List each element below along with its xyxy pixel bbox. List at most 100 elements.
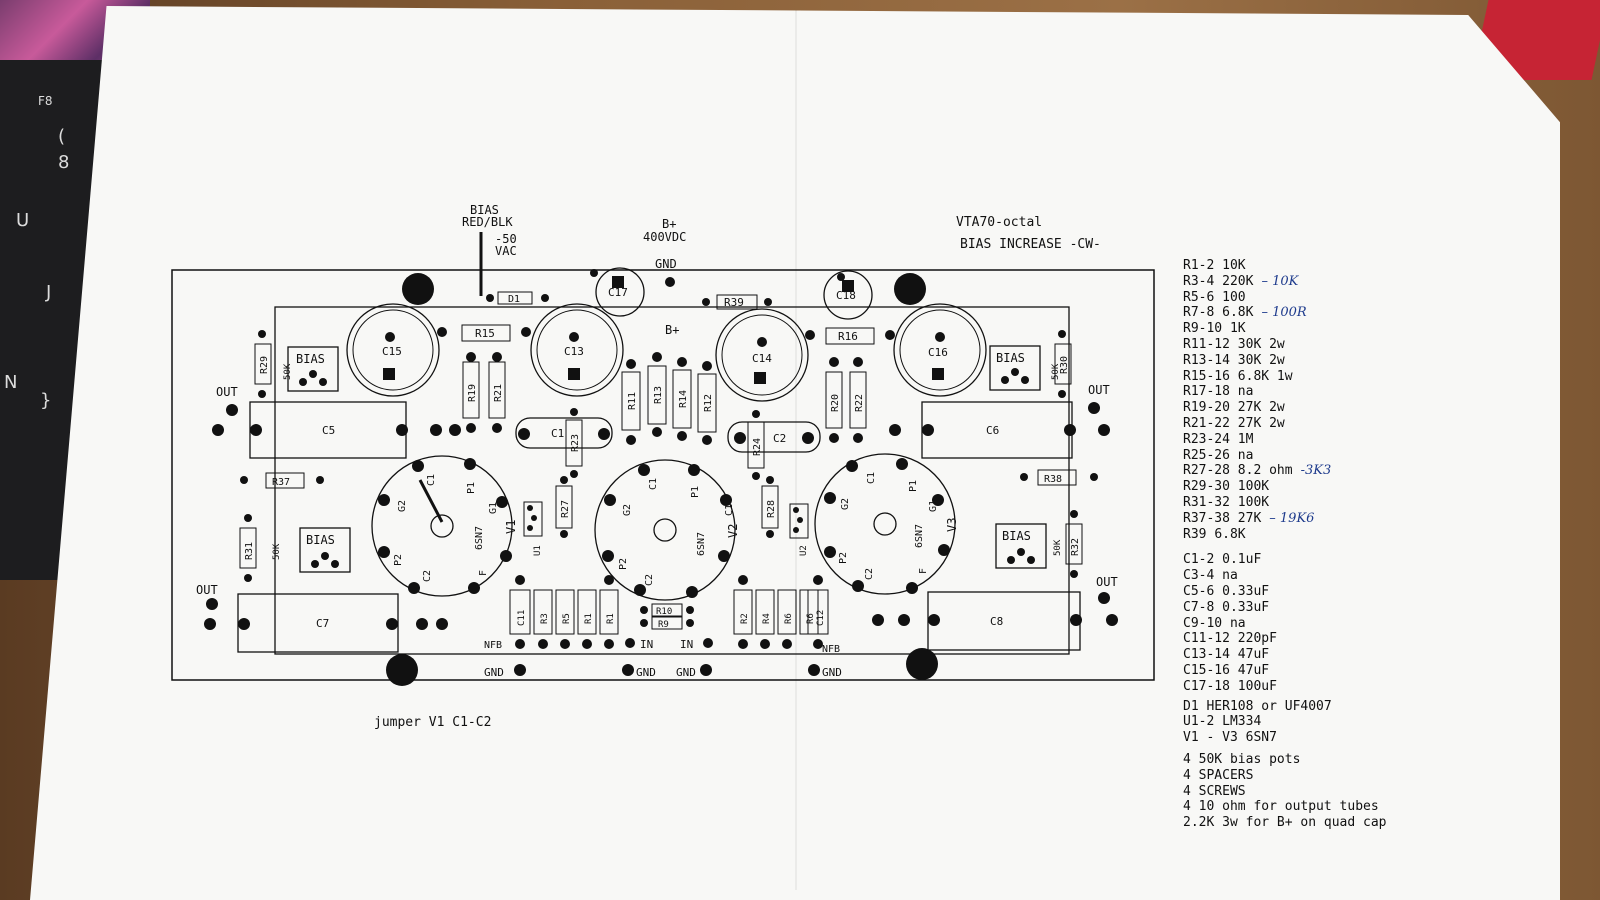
- r20-label: R20: [830, 394, 841, 412]
- pot-value-label: 50K: [272, 543, 282, 560]
- caps-list-row: C15-16 47uF: [1183, 662, 1270, 678]
- bias-pot-label: BIAS: [296, 352, 325, 366]
- r37-label: R37: [272, 477, 290, 488]
- pad: [764, 298, 772, 306]
- r16-label: R16: [838, 330, 858, 343]
- parts-list-row: R23-24 1M: [1183, 431, 1254, 447]
- c5-label: C5: [322, 424, 335, 437]
- c7-outline: [237, 593, 399, 653]
- parts-list-row: R9-10 1K: [1183, 321, 1246, 337]
- r3-outline: [533, 589, 553, 635]
- out-label: OUT: [1088, 383, 1110, 397]
- bias-input-color: RED/BLK: [462, 215, 513, 229]
- parts-list-row: R39 6.8K: [1183, 526, 1246, 542]
- v2-pin-label: C1: [724, 504, 735, 516]
- u2-outline: [789, 503, 809, 539]
- c16-label: C16: [928, 346, 948, 359]
- r37-outline: [265, 472, 305, 489]
- r15-label: R15: [475, 327, 495, 340]
- out-label: OUT: [1096, 575, 1118, 589]
- r7-label: R1: [584, 613, 594, 624]
- gnd-label: GND: [484, 666, 504, 679]
- r28-outline: [761, 485, 779, 529]
- bias-input-voltage: -50: [495, 232, 517, 246]
- bias-pot-outline: [995, 523, 1047, 569]
- c18-outline: [823, 270, 873, 320]
- r38-label: R38: [1044, 474, 1062, 485]
- c18-label: C18: [836, 289, 856, 302]
- r9-outline: [651, 616, 683, 630]
- v3-socket-outline: [814, 453, 956, 595]
- r23-label: R23: [570, 434, 581, 452]
- v2-pin-label: P2: [618, 558, 629, 570]
- c17-label: C17: [608, 286, 628, 299]
- caps-list-row: C7-8 0.33uF: [1183, 599, 1270, 615]
- bias-pot-outline: [989, 345, 1041, 391]
- r16-outline: [825, 327, 875, 345]
- r21-label: R21: [493, 384, 504, 402]
- key-label: (: [58, 126, 66, 147]
- key-label: J: [46, 282, 52, 303]
- v3-label: V3: [945, 518, 959, 532]
- parts-list-row: R1-2 10K: [1183, 258, 1246, 273]
- c13-label: C13: [564, 345, 584, 358]
- r9-label: R9: [658, 620, 669, 630]
- parts-list-row: R17-18 na: [1183, 384, 1254, 400]
- r13-label: R13: [653, 386, 664, 404]
- board-inner-outline: [274, 306, 1070, 655]
- c14-outline: [715, 308, 809, 402]
- pot-value-label: 50K: [1053, 539, 1063, 556]
- in-label: IN: [640, 638, 653, 651]
- in-label: IN: [680, 638, 693, 651]
- c13-outline: [530, 303, 624, 397]
- r20-outline: [825, 371, 843, 429]
- r12-label: R12: [703, 394, 714, 412]
- r11-outline: [621, 371, 641, 431]
- r39-outline: [716, 294, 758, 310]
- c14-inner: [721, 314, 803, 396]
- pad: [665, 277, 675, 287]
- r13-outline: [647, 365, 667, 425]
- u1-outline: [523, 501, 543, 537]
- caps-list-row: C5-6 0.33uF: [1183, 583, 1270, 599]
- parts-list: R1-2 10K R3-4 220K– 10K R5-6 100 R7-8 6.…: [1183, 258, 1543, 831]
- r32-label: R32: [1070, 538, 1081, 556]
- c8-outline: [927, 591, 1081, 651]
- r31-outline: [239, 527, 257, 569]
- r12-outline: [697, 373, 717, 433]
- mounting-hole: [386, 654, 418, 686]
- r14-label: R14: [678, 390, 689, 408]
- gnd-label: GND: [636, 666, 656, 679]
- mounting-hole: [894, 273, 926, 305]
- r19-label: R19: [467, 384, 478, 402]
- v3-type-label: 6SN7: [914, 524, 925, 548]
- pad: [702, 298, 710, 306]
- u2-label: U2: [799, 545, 809, 556]
- c11-outline: [509, 589, 531, 635]
- caps-list-row: C17-18 100uF: [1183, 678, 1277, 694]
- parts-list-row: R5-6 100: [1183, 289, 1246, 305]
- v3-pin-label: P1: [908, 480, 919, 492]
- v1-pin-label: P1: [466, 482, 477, 494]
- r22-label: R22: [854, 394, 865, 412]
- caps-list-row: C13-14 47uF: [1183, 647, 1270, 663]
- parts-list-row: R19-20 27K 2w: [1183, 400, 1285, 416]
- v1-type-label: 6SN7: [474, 526, 485, 550]
- r6-label: R6: [784, 613, 794, 624]
- pad: [541, 294, 549, 302]
- pot-value-label: 50K: [283, 363, 293, 380]
- c12-outline: [807, 589, 829, 635]
- nfb-label: NFB: [484, 640, 502, 651]
- r30-label: R30: [1059, 356, 1070, 374]
- r10-label: R10: [656, 607, 672, 617]
- caps-list-row: C11-12 220pF: [1183, 631, 1277, 647]
- bias-pot-outline: [299, 527, 351, 573]
- v2-label: V2: [726, 524, 740, 538]
- r5-label: R5: [562, 613, 572, 624]
- u1-label: U1: [533, 545, 543, 556]
- parts-list-row: R13-14 30K 2w: [1183, 352, 1285, 368]
- misc-list-row: 4 10 ohm for output tubes: [1183, 799, 1379, 815]
- c15-inner: [352, 309, 434, 391]
- c1-outline: [515, 417, 613, 449]
- bias-pot-outline: [287, 346, 339, 392]
